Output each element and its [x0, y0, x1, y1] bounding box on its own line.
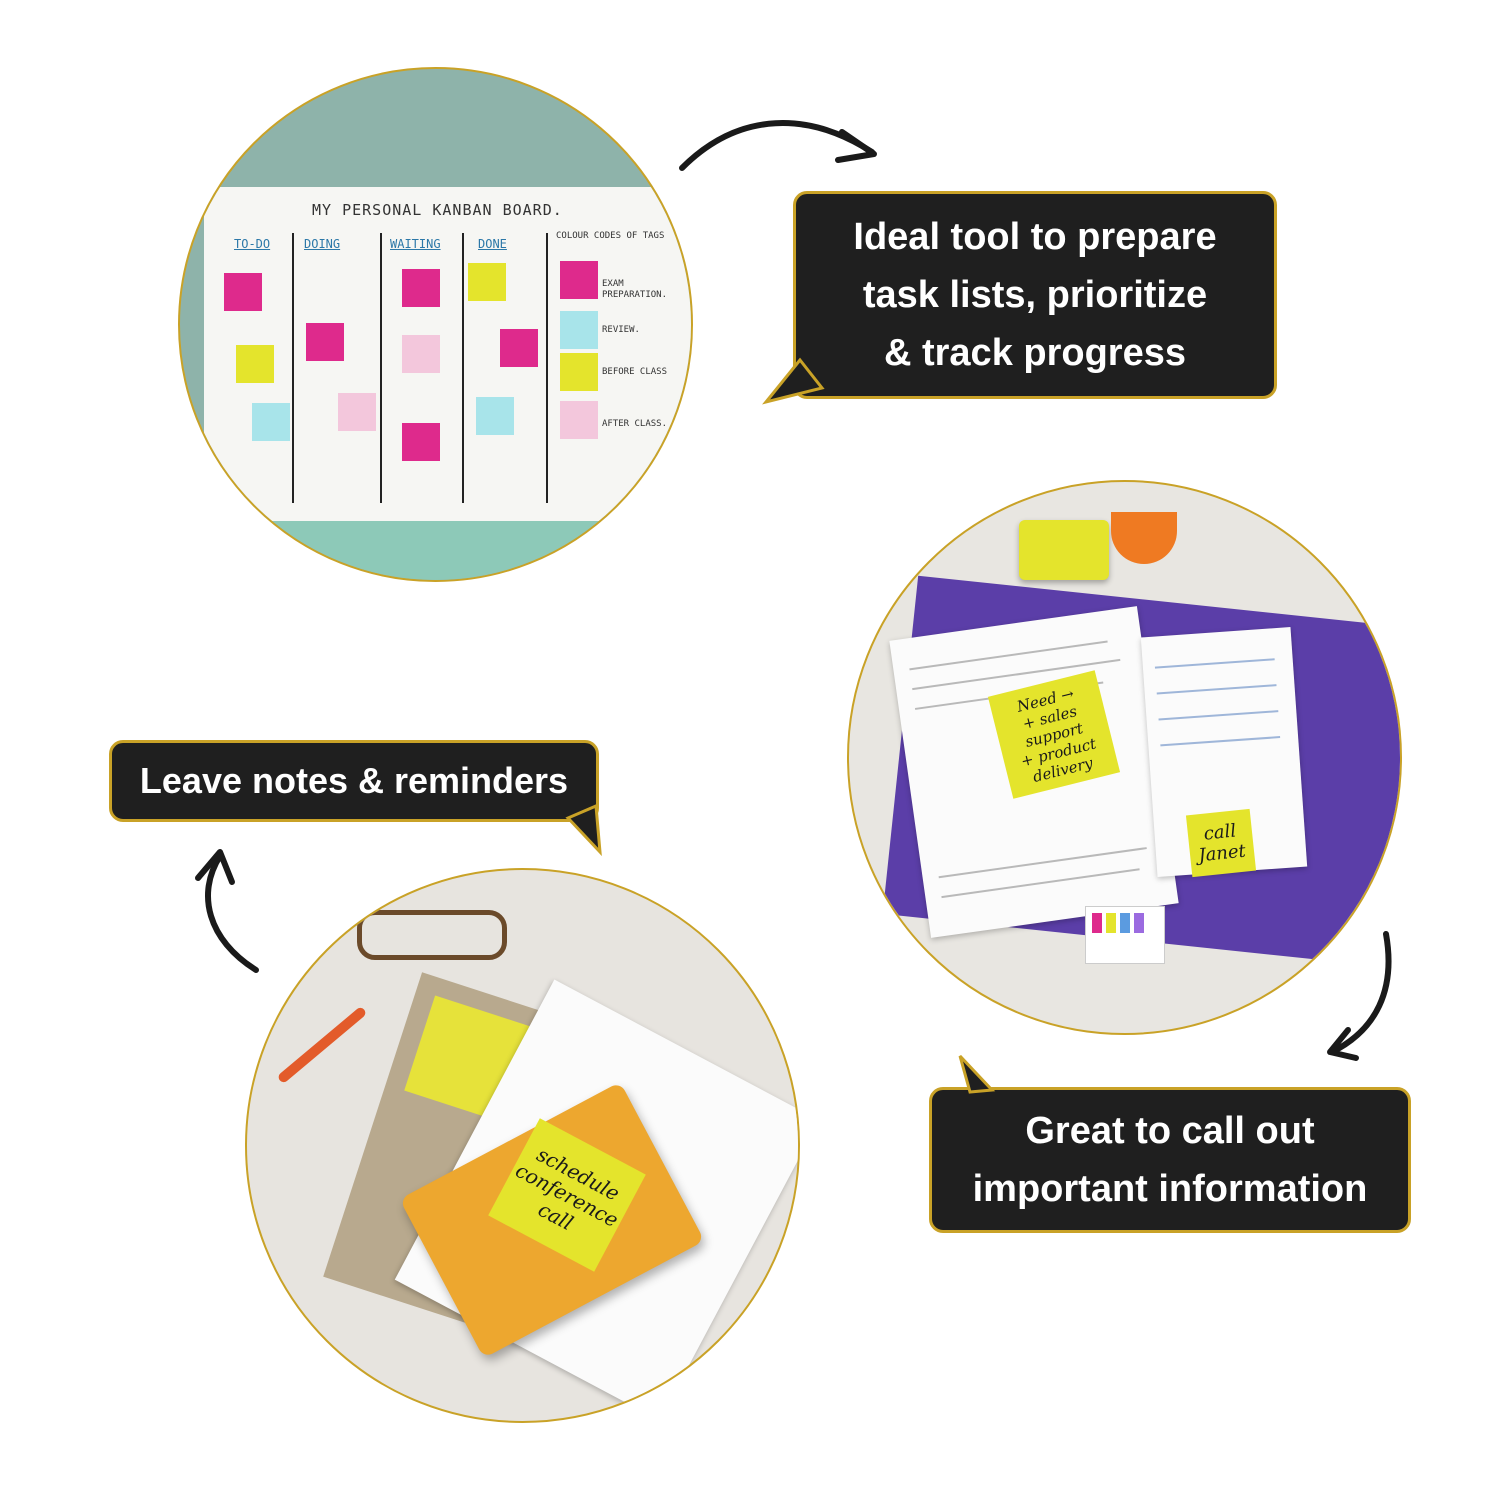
desk-surface: [180, 521, 691, 580]
sticky-note: [236, 345, 274, 383]
column-divider: [380, 233, 382, 503]
kanban-board-photo: MY PERSONAL KANBAN BOARD. TO-DO DOING WA…: [178, 67, 693, 582]
sticky-note: [338, 393, 376, 431]
flag: [1106, 913, 1116, 933]
kanban-board: MY PERSONAL KANBAN BOARD. TO-DO DOING WA…: [204, 187, 691, 521]
sticky-note: [402, 335, 440, 373]
flag: [1134, 913, 1144, 933]
sticky-note: [252, 403, 290, 441]
legend-exam: EXAM PREPARATION.: [602, 279, 668, 300]
call-janet-sticky: call Janet: [1185, 808, 1257, 878]
legend-review: REVIEW.: [602, 325, 640, 335]
kanban-title: MY PERSONAL KANBAN BOARD.: [312, 201, 563, 219]
column-todo: TO-DO: [234, 237, 271, 251]
sticky-dispenser: [1019, 520, 1109, 580]
sticky-note: [468, 263, 506, 301]
sticky-note: [476, 397, 514, 435]
text-line: [1158, 710, 1279, 721]
column-waiting: WAITING: [390, 237, 441, 251]
bubble-text: Great to call out important information: [972, 1110, 1368, 1210]
sticky-note: [306, 323, 344, 361]
study-binder-photo: Need → + sales support + product deliver…: [847, 480, 1402, 1035]
speech-bubble-task-lists: Ideal tool to prepare task lists, priori…: [793, 191, 1277, 399]
legend-swatch-cyan: [560, 311, 598, 349]
text-line: [1156, 684, 1277, 695]
eyeglasses: [357, 910, 507, 960]
text-line: [1160, 736, 1281, 747]
legend-after-class: AFTER CLASS.: [602, 419, 668, 429]
curved-arrow-icon: [679, 120, 875, 171]
legend-swatch-yellow: [560, 353, 598, 391]
sticky-note: [402, 269, 440, 307]
speech-bubble-call-out: Great to call out important information: [929, 1087, 1411, 1233]
curved-arrow-icon: [205, 853, 259, 973]
flag-dispenser: [1085, 906, 1165, 964]
column-divider: [462, 233, 464, 503]
column-done: DONE: [478, 237, 507, 251]
arrowhead-icon: [195, 849, 235, 885]
bubble-text: Leave notes & reminders: [139, 760, 569, 801]
sticky-note: [224, 273, 262, 311]
bubble-text: Ideal tool to prepare task lists, priori…: [853, 216, 1217, 374]
column-divider: [292, 233, 294, 503]
legend-before-class: BEFORE CLASS: [602, 367, 668, 377]
legend-swatch-pink: [560, 401, 598, 439]
speech-bubble-notes: Leave notes & reminders: [109, 740, 599, 822]
flag: [1120, 913, 1130, 933]
column-divider: [546, 233, 548, 503]
sticky-note: [402, 423, 440, 461]
arrowhead-icon: [835, 129, 877, 163]
column-doing: DOING: [304, 237, 341, 251]
legend-title: COLOUR CODES OF TAGS: [556, 231, 665, 241]
flag: [1092, 913, 1102, 933]
text-line: [1154, 658, 1275, 669]
notebook-desk-photo: schedule conference call: [245, 868, 800, 1423]
arrowhead-icon: [1327, 1027, 1359, 1061]
sticky-note: [500, 329, 538, 367]
legend-swatch-magenta: [560, 261, 598, 299]
rubber-band-bowl: [1111, 512, 1177, 564]
pen: [276, 1005, 368, 1085]
